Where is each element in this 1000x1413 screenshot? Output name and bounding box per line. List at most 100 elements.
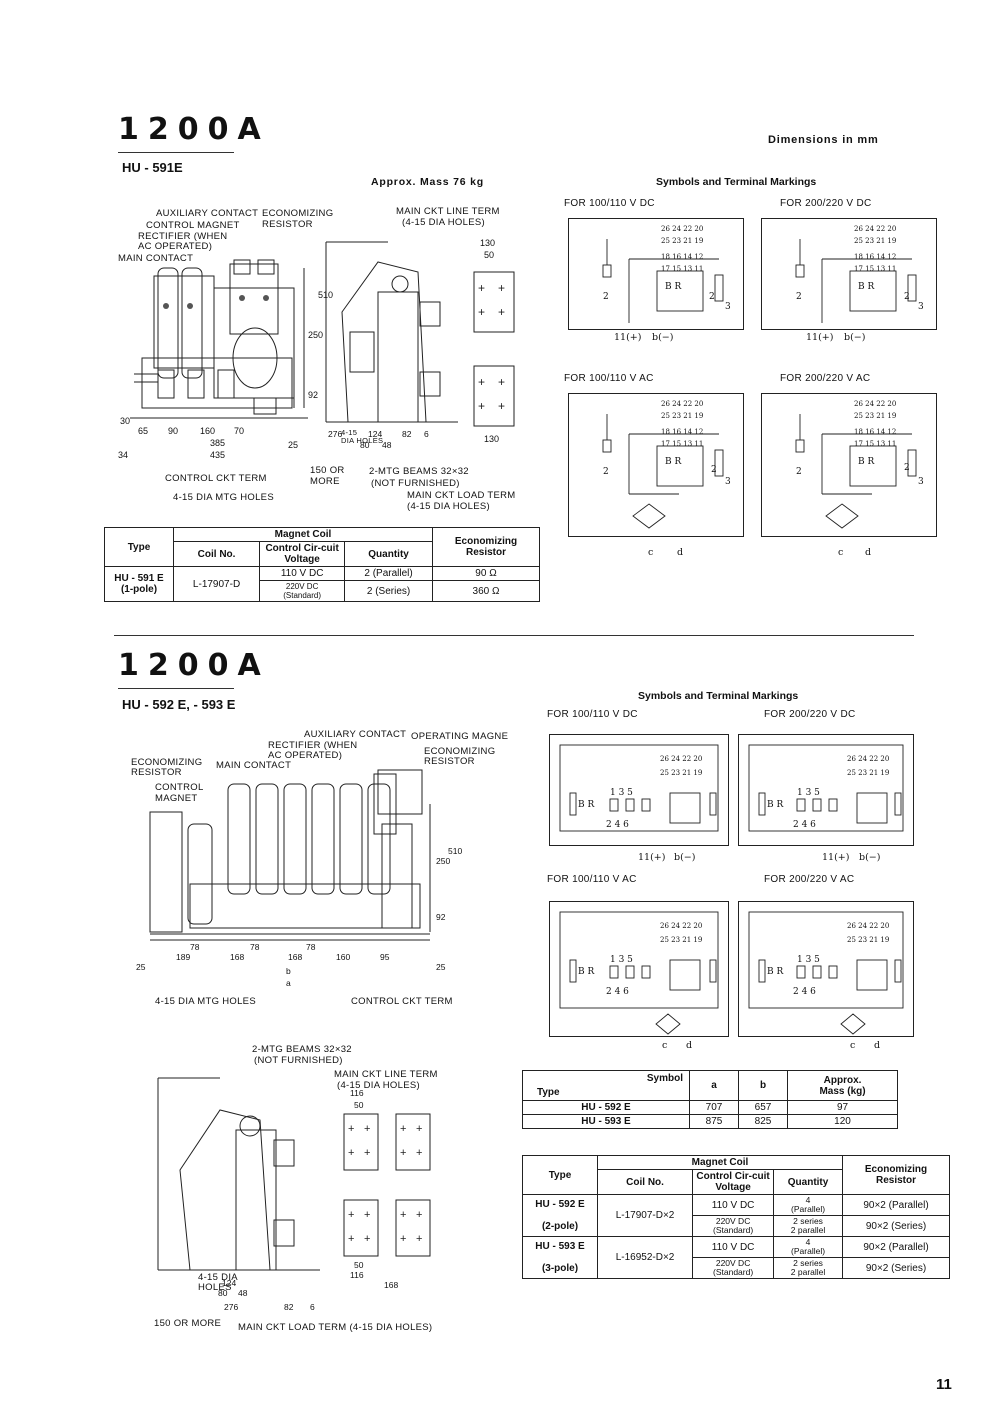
svg-text:17 15 13 11: 17 15 13 11 <box>661 265 703 273</box>
col-quantity: Quantity <box>344 541 433 567</box>
symbol-b-dc200-label: FOR 200/220 V DC <box>764 709 856 720</box>
symbols-title-top: Symbols and Terminal Markings <box>656 176 817 188</box>
svg-text:25 23 21 19: 25 23 21 19 <box>661 412 703 420</box>
c-row2-pole: (3-pole) <box>541 1263 579 1274</box>
svg-text:17 15 13 11: 17 15 13 11 <box>661 440 703 448</box>
dim-25-a: 25 <box>136 962 146 972</box>
svg-text:25 23 21 19: 25 23 21 19 <box>854 412 896 420</box>
symbol-dc100-label: FOR 100/110 V DC <box>564 198 655 209</box>
svg-text:+: + <box>348 1123 354 1135</box>
c-row1-type: HU - 592 E <box>535 1199 585 1210</box>
svg-text:B R: B R <box>578 967 594 977</box>
row-v2b: (Standard) <box>283 591 322 600</box>
row-v2-cell: 220V DC(Standard) <box>259 580 346 602</box>
svg-text:26 24 22 20: 26 24 22 20 <box>660 922 702 930</box>
c-row1-e2: 90×2 (Series) <box>842 1215 950 1237</box>
terminal-c-ac200: c <box>838 547 844 558</box>
c-row1-v2a: 220V DC <box>715 1216 751 1226</box>
terminal-b-b-dc100: b(−) <box>674 852 696 863</box>
svg-text:18 16 14 12: 18 16 14 12 <box>661 253 703 261</box>
svg-text:+: + <box>400 1209 406 1221</box>
label-150-more-b: 150 OR MORE <box>154 1318 222 1329</box>
label-main-ckt-line-b: MAIN CKT LINE TERM <box>334 1069 438 1080</box>
svg-text:B R: B R <box>858 457 874 467</box>
svg-text:2: 2 <box>709 292 715 302</box>
col-voltage: Control Cir-cuit Voltage <box>259 541 346 567</box>
dim-48-b: 48 <box>238 1288 248 1298</box>
svg-text:25 23 21 19: 25 23 21 19 <box>847 769 889 777</box>
svg-text:+: + <box>478 281 485 295</box>
svg-text:26 24 22 20: 26 24 22 20 <box>660 755 702 763</box>
c-col-qty: Quantity <box>773 1169 843 1195</box>
symbols-title-bottom: Symbols and Terminal Markings <box>638 690 799 702</box>
label-not-furnished-b: (NOT FURNISHED) <box>254 1055 343 1066</box>
label-mtg-holes-b: 4-15 DIA MTG HOLES <box>155 996 256 1007</box>
row-q1: 2 (Parallel) <box>344 566 433 581</box>
coil-table-multipole: Type Magnet Coil Economizing Resistor Co… <box>522 1155 950 1279</box>
svg-text:+: + <box>364 1209 370 1221</box>
coil-table-1pole: Type Magnet Coil Economizing Resistor Co… <box>104 527 540 602</box>
c-row2-v2b: (Standard) <box>713 1267 754 1277</box>
label-main-ckt-load: MAIN CKT LOAD TERM <box>407 490 516 501</box>
svg-text:B R: B R <box>858 282 874 292</box>
c-row2-q1a: 4 <box>805 1237 811 1247</box>
terminal-d-b-ac100: d <box>686 1040 693 1051</box>
label-ac-operated: AC OPERATED) <box>138 241 213 252</box>
c-row2-q1-cell: 4(Parallel) <box>773 1236 843 1258</box>
svg-text:+: + <box>498 399 505 413</box>
label-resistor-b: RESISTOR <box>424 756 475 767</box>
mass-row-a-1: 707 <box>688 1100 740 1115</box>
label-dia-holes: (4-15 DIA HOLES) <box>402 217 485 228</box>
label-control: CONTROL <box>155 782 204 793</box>
dim-b: b <box>286 966 291 976</box>
dim-90: 90 <box>168 426 178 436</box>
dimensions-note: Dimensions in mm <box>768 134 879 146</box>
label-economizing-left: ECONOMIZING <box>131 757 203 768</box>
mass-row-mass-1: 97 <box>787 1100 898 1115</box>
terminal-plates-1pole: ++ ++ ++ ++ 130 50 130 <box>466 236 536 446</box>
svg-text:B R: B R <box>665 457 681 467</box>
c-col-magnet: Magnet Coil <box>597 1155 843 1170</box>
label-aux-contact-b: AUXILIARY CONTACT <box>304 729 407 740</box>
label-control-ckt-term: CONTROL CKT TERM <box>165 473 267 484</box>
label-mtg-beams-b: 2-MTG BEAMS 32×32 <box>252 1044 352 1055</box>
dim-168-a: 168 <box>230 952 244 962</box>
svg-text:+: + <box>364 1147 370 1159</box>
c-row2-type: HU - 593 E <box>535 1241 585 1252</box>
mass-row-b-1: 657 <box>738 1100 789 1115</box>
c-row1-q1b: (Parallel) <box>791 1204 826 1214</box>
svg-text:+: + <box>498 281 505 295</box>
label-resistor: RESISTOR <box>262 219 313 230</box>
dim-78-b: 78 <box>250 942 260 952</box>
svg-text:3: 3 <box>725 477 731 487</box>
svg-text:B R: B R <box>767 967 783 977</box>
svg-text:+: + <box>348 1209 354 1221</box>
svg-text:+: + <box>498 375 505 389</box>
svg-text:2 4 6: 2 4 6 <box>793 820 816 830</box>
dim-92-b: 92 <box>436 912 446 922</box>
svg-text:2: 2 <box>603 467 609 477</box>
heading-underline <box>118 152 234 153</box>
c-row2-q1b: (Parallel) <box>791 1246 826 1256</box>
svg-text:25 23 21 19: 25 23 21 19 <box>847 936 889 944</box>
mass-row-type-1: HU - 592 E <box>522 1100 690 1115</box>
terminal-b-dc200: b(−) <box>844 332 866 343</box>
label-main-contact: MAIN CONTACT <box>118 253 194 264</box>
mass-row-type-2: HU - 593 E <box>522 1114 690 1129</box>
header-symbol: Symbol <box>646 1073 683 1084</box>
c-row1-pole: (2-pole) <box>541 1221 579 1232</box>
svg-text:2 4 6: 2 4 6 <box>606 987 629 997</box>
dim-250: 250 <box>308 330 323 340</box>
section-divider <box>114 635 914 636</box>
label-mtg-beams: 2-MTG BEAMS 32×32 <box>369 466 469 477</box>
dim-30: 30 <box>120 416 130 426</box>
row-r2: 360 Ω <box>432 580 540 602</box>
dim-92: 92 <box>308 390 318 400</box>
c-col-coil: Coil No. <box>596 1169 694 1195</box>
svg-text:+: + <box>400 1147 406 1159</box>
c-row1-v2b: (Standard) <box>713 1225 754 1235</box>
